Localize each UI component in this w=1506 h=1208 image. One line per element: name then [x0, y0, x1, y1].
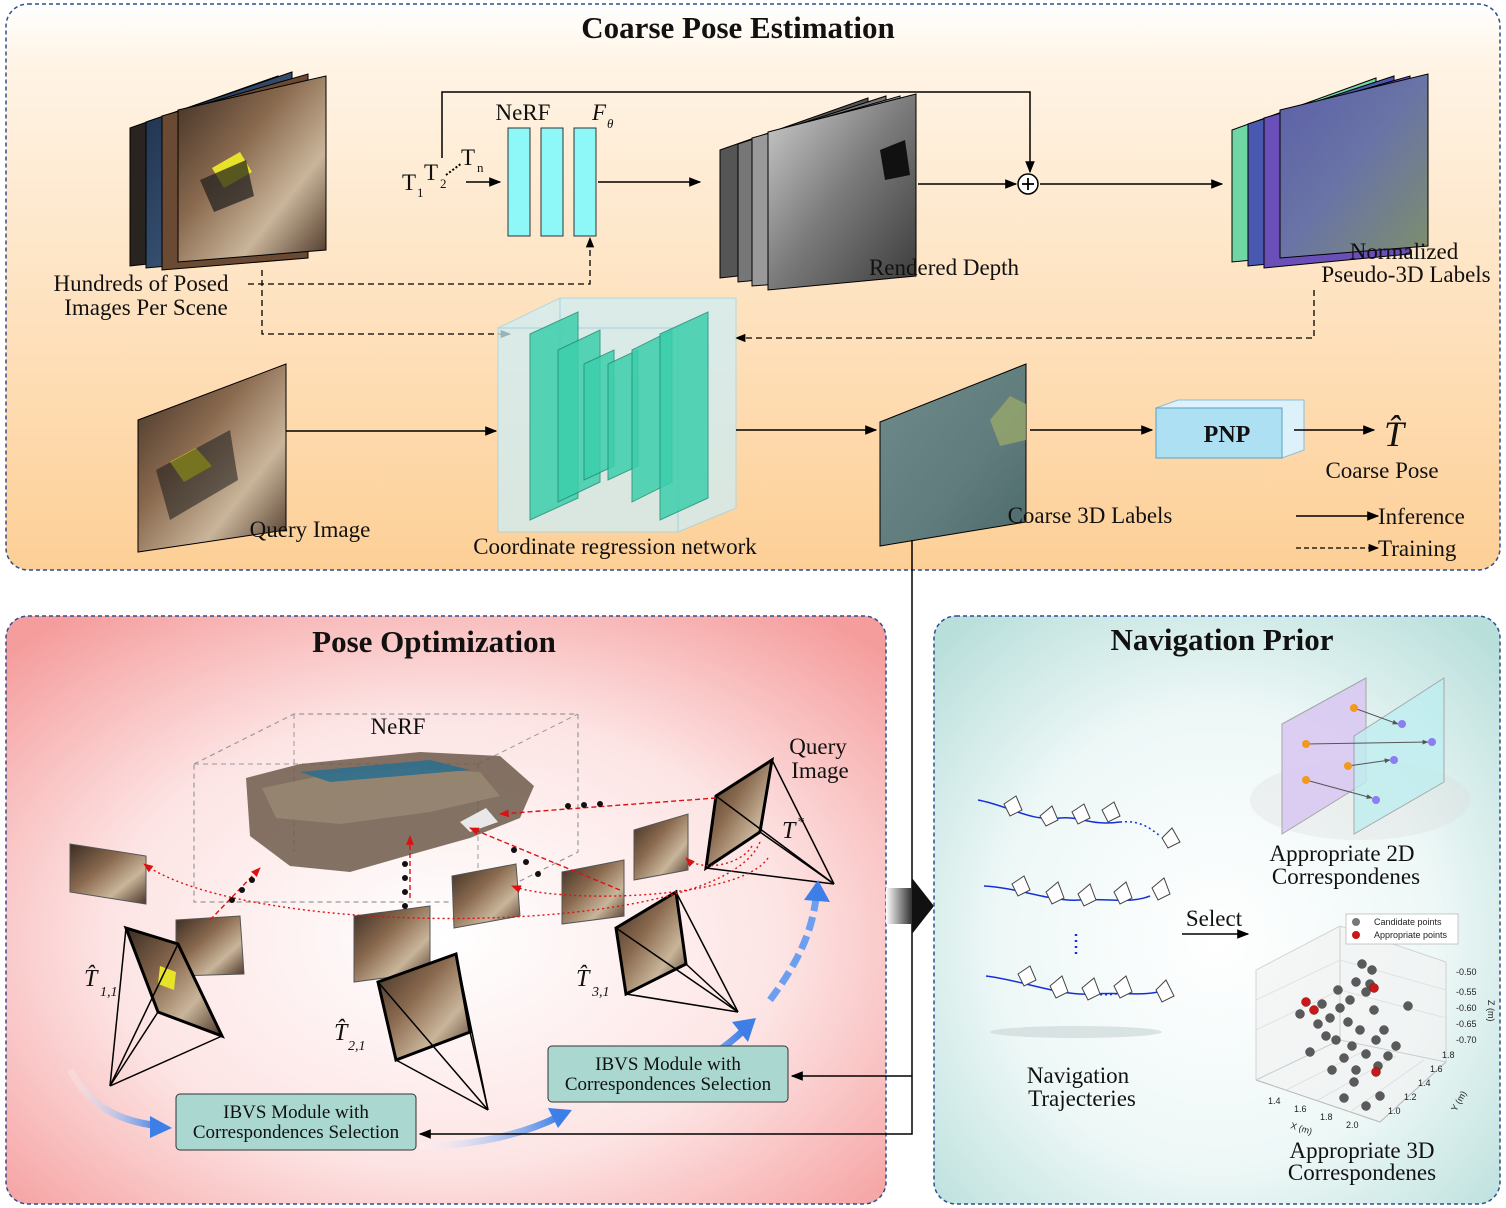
pose-sequence-label: T 1 T 2 T n	[402, 145, 484, 200]
svg-text:1.4: 1.4	[1268, 1096, 1281, 1106]
nerf-network-blocks	[507, 127, 597, 237]
corr3d-label-2: Correspondenes	[1288, 1160, 1436, 1185]
t-hat-symbol: T̂	[1384, 414, 1407, 454]
svg-text:-0.70: -0.70	[1456, 1035, 1477, 1045]
pnp-label: PNP	[1204, 422, 1251, 448]
pose-title: Pose Optimization	[312, 624, 556, 659]
legend-appropriate: Appropriate points	[1374, 930, 1448, 940]
pose-optimization-panel: Pose Optimization NeRF Query Image T *	[5, 615, 887, 1205]
svg-text:T: T	[424, 160, 438, 185]
t21-label: T̂	[334, 1019, 349, 1046]
posed-images-label-1: Hundreds of Posed	[53, 271, 229, 296]
query-label-1: Query	[789, 734, 847, 759]
camera-frustum-3	[561, 813, 739, 1013]
coarse-pose-panel: Coarse Pose Estimation Hundreds of Posed…	[5, 3, 1501, 571]
svg-text:1.2: 1.2	[1404, 1092, 1417, 1102]
svg-text:1.6: 1.6	[1294, 1104, 1307, 1114]
legend-inference: Inference	[1378, 504, 1465, 529]
ibvs-2-line1: IBVS Module with	[595, 1054, 741, 1075]
legend-training: Training	[1378, 536, 1457, 561]
camera-frustum-1	[69, 843, 245, 1087]
coarse-title: Coarse Pose Estimation	[581, 10, 894, 45]
legend-candidate: Candidate points	[1374, 917, 1442, 927]
posed-images-stack	[129, 71, 327, 271]
coordinate-regression-network	[497, 297, 737, 533]
coarse-3d-labels-label: Coarse 3D Labels	[1008, 503, 1173, 528]
sum-node	[1017, 173, 1039, 195]
query-image-label: Query Image	[250, 517, 371, 542]
correspondence-planes-2d	[1250, 677, 1470, 840]
trajectories-label-2: Trajecteries	[1028, 1086, 1136, 1111]
corr2d-label-2: Correspondenes	[1272, 864, 1420, 889]
t11-sub: 1,1	[100, 985, 118, 1000]
t-star-sup: *	[797, 815, 804, 830]
correspondence-scatter-3d: Candidate points Appropriate points	[1255, 913, 1496, 1137]
red-feedback-paths	[143, 797, 769, 921]
trajectory-cameras	[1003, 795, 1181, 1003]
nav-title: Navigation Prior	[1111, 622, 1334, 657]
svg-text:1.8: 1.8	[1320, 1112, 1333, 1122]
regression-net-label: Coordinate regression network	[473, 534, 757, 559]
ibvs-2-line2: Correspondences Selection	[565, 1074, 772, 1095]
svg-text:T: T	[402, 170, 416, 195]
svg-text:-0.65: -0.65	[1456, 1019, 1477, 1029]
pseudo-label-1: Normalized	[1350, 239, 1459, 264]
query-camera-frustum	[704, 756, 835, 885]
corr3d-label-1: Appropriate 3D	[1290, 1138, 1435, 1163]
svg-text:n: n	[477, 160, 484, 175]
select-label: Select	[1186, 906, 1243, 931]
rendered-depth-label: Rendered Depth	[869, 255, 1020, 280]
pnp-box: PNP	[1155, 399, 1305, 459]
rendered-depth-stack	[719, 93, 917, 291]
svg-text:1: 1	[417, 185, 424, 200]
svg-text:2.0: 2.0	[1346, 1120, 1359, 1130]
ibvs-1-line2: Correspondences Selection	[193, 1122, 400, 1143]
z-axis-label: Z (m)	[1486, 1000, 1496, 1022]
black-dot-chains	[229, 801, 603, 909]
svg-text:1.8: 1.8	[1442, 1050, 1455, 1060]
pseudo-labels-stack	[1231, 73, 1429, 269]
f-theta-sub: θ	[607, 116, 614, 131]
corr2d-label-1: Appropriate 2D	[1270, 841, 1415, 866]
ibvs-box-1: IBVS Module with Correspondences Selecti…	[175, 1093, 417, 1151]
nerf-label: NeRF	[496, 100, 551, 125]
svg-text:-0.50: -0.50	[1456, 967, 1477, 977]
coarse-3d-labels	[879, 363, 1027, 547]
t31-sub: 3,1	[591, 985, 610, 1000]
pose-nerf-label: NeRF	[371, 714, 426, 739]
svg-text:2: 2	[440, 176, 447, 191]
f-theta-label: F	[591, 100, 607, 125]
panel-connector-arrow	[886, 878, 934, 934]
svg-text:-0.55: -0.55	[1456, 987, 1477, 997]
svg-text:1.6: 1.6	[1430, 1064, 1443, 1074]
query-image	[137, 363, 287, 553]
svg-text:-0.60: -0.60	[1456, 1003, 1477, 1013]
camera-frustum-2	[353, 863, 521, 1111]
svg-text:T: T	[461, 145, 475, 170]
ibvs-1-line1: IBVS Module with	[223, 1102, 369, 1123]
query-label-2: Image	[791, 758, 848, 783]
navigation-prior-panel: Navigation Prior N	[933, 615, 1501, 1205]
svg-text:1.0: 1.0	[1388, 1106, 1401, 1116]
t11-label: T̂	[84, 965, 99, 992]
t-star: T	[782, 818, 797, 844]
ibvs-box-2: IBVS Module with Correspondences Selecti…	[547, 1045, 789, 1103]
t31-label: T̂	[576, 965, 591, 992]
svg-text:1.4: 1.4	[1418, 1078, 1431, 1088]
coarse-pose-label: Coarse Pose	[1325, 458, 1438, 483]
pseudo-label-2: Pseudo-3D Labels	[1321, 262, 1490, 287]
t21-sub: 2,1	[348, 1039, 366, 1054]
line-legend: Inference Training	[1296, 504, 1465, 561]
nerf-scene-box	[193, 713, 579, 903]
posed-images-label-2: Images Per Scene	[64, 295, 228, 320]
trajectories-label-1: Navigation	[1027, 1063, 1130, 1088]
